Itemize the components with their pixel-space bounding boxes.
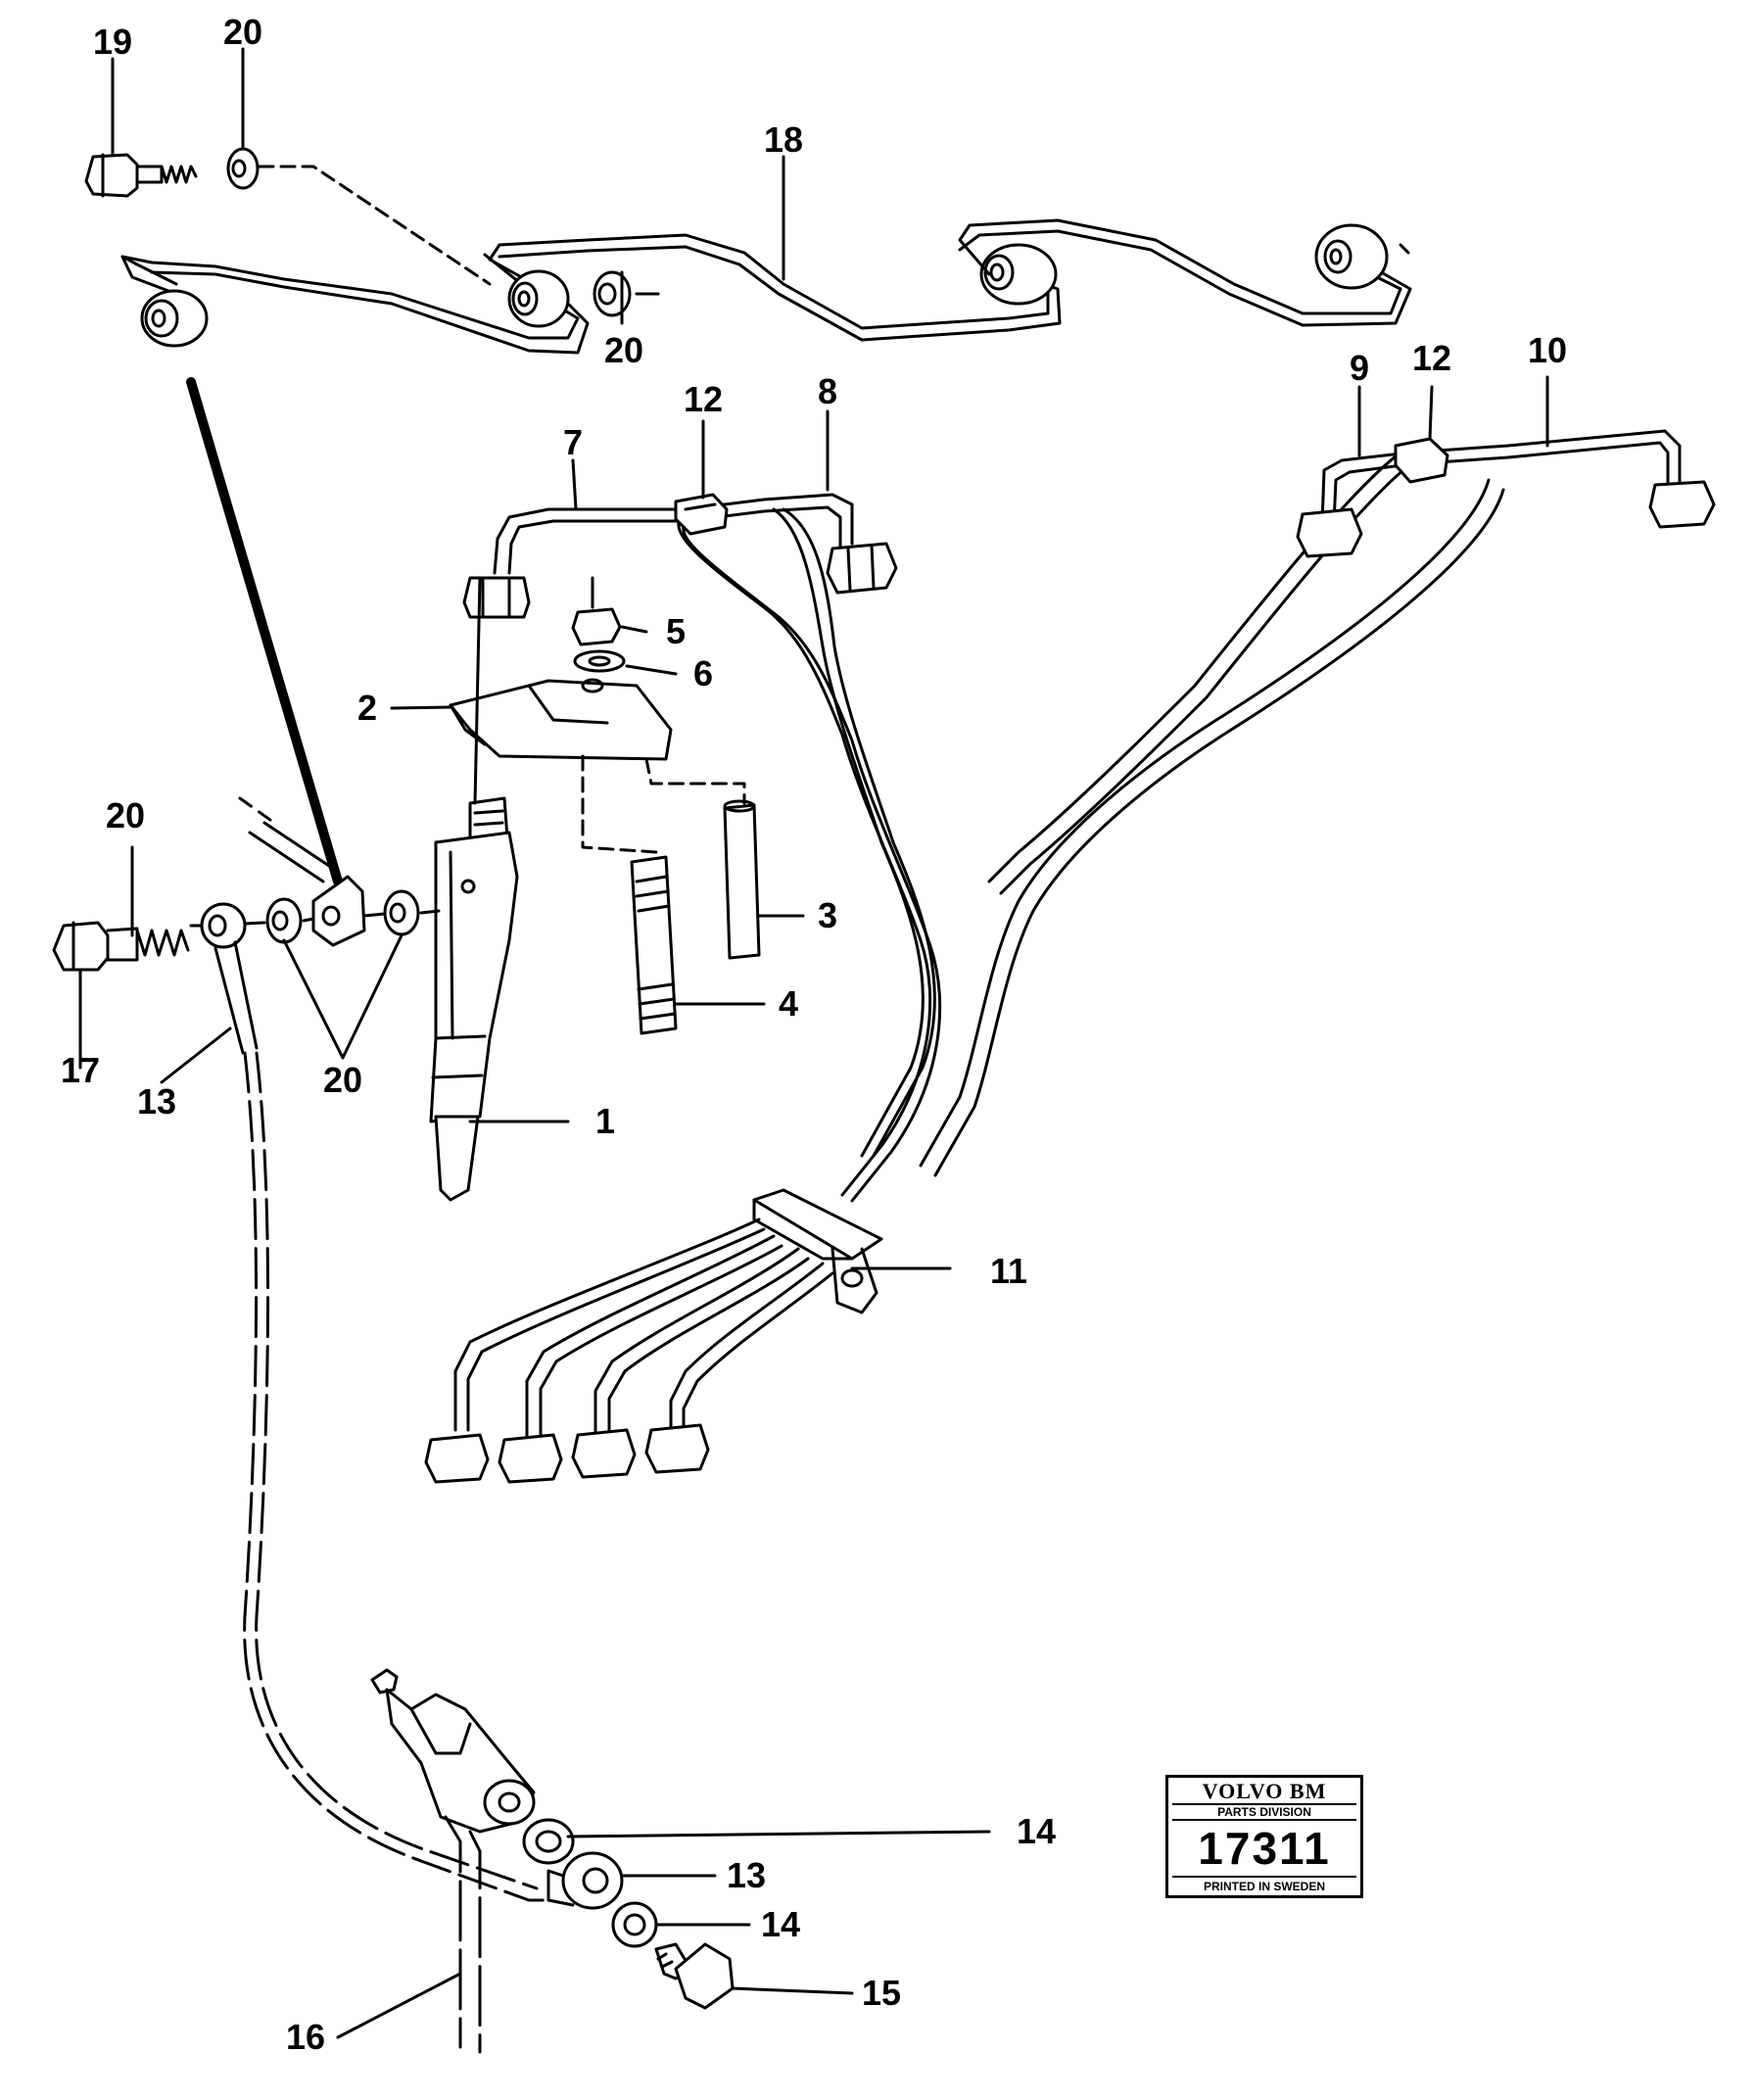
assembly-line-3 (644, 757, 746, 805)
callout-19: 19 (93, 22, 132, 62)
washer-top-left (226, 147, 260, 190)
delivery-pipe-18 (483, 233, 1062, 342)
callout-6: 6 (693, 653, 713, 693)
clamp-12-left (674, 493, 729, 536)
callout-9: 9 (1350, 348, 1369, 388)
assembly-line-4 (581, 754, 658, 854)
delivery-pipe-right-top (958, 218, 1412, 327)
callout-20-left: 20 (106, 795, 145, 835)
nut-5 (571, 576, 622, 646)
injector-pipe-7-8 (493, 493, 942, 1203)
callout-10: 10 (1528, 330, 1567, 370)
clamp-11 (752, 1188, 883, 1314)
bracket-2 (449, 678, 673, 761)
callout-5: 5 (666, 611, 686, 651)
callout-1: 1 (595, 1101, 615, 1141)
overflow-valve (370, 1668, 536, 2054)
stamp-origin: PRINTED IN SWEDEN (1203, 1880, 1325, 1893)
volvo-bm-parts-stamp: VOLVO BM PARTS DIVISION 17311 PRINTED IN… (1165, 1775, 1363, 1898)
lower-nut-3 (571, 1428, 637, 1479)
nut-right-1 (1296, 507, 1363, 558)
stud-4 (630, 855, 678, 1035)
callout-4: 4 (779, 983, 798, 1024)
assembly-line-leakoff (189, 909, 441, 928)
washer-6 (573, 649, 626, 673)
washer-20-right (383, 889, 420, 936)
clamp-12-right (1394, 437, 1449, 484)
callout-20-middle: 20 (604, 330, 643, 370)
callout-20-bottom: 20 (323, 1060, 362, 1100)
callout-12-right: 12 (1412, 338, 1451, 378)
washer-20-left (265, 897, 303, 944)
bolt-15 (654, 1942, 735, 2010)
washer-14-top (522, 1818, 575, 1865)
callout-13-bottom: 13 (727, 1855, 766, 1895)
callout-8: 8 (818, 371, 837, 411)
callout-13-left: 13 (137, 1081, 176, 1122)
lower-nut-2 (498, 1433, 563, 1484)
stamp-division: PARTS DIVISION (1172, 1805, 1356, 1821)
callout-12-left: 12 (684, 379, 723, 419)
callout-7: 7 (563, 422, 583, 462)
washer-14-bottom (611, 1901, 658, 1948)
assembly-line-19 (258, 165, 492, 286)
callout-11: 11 (990, 1251, 1027, 1291)
pin-3 (723, 799, 761, 960)
nut-right-2 (1648, 480, 1716, 529)
callout-18: 18 (764, 119, 803, 160)
delivery-pipe-18-left (120, 255, 590, 355)
injector-pipe-9-10 (919, 429, 1682, 1177)
injector-1 (429, 796, 519, 1202)
nut-cylinder-right (826, 542, 898, 595)
assembly-line-injector (473, 576, 482, 805)
lower-nut-1 (424, 1433, 490, 1484)
callout-16: 16 (286, 2017, 325, 2057)
leader-thick (186, 377, 343, 886)
callout-17: 17 (61, 1050, 100, 1090)
banjo-bolt-top (84, 153, 198, 198)
callout-numbers: 19 20 18 20 12 8 7 9 12 10 5 6 2 3 4 1 1… (61, 12, 1567, 2057)
callout-14-bottom: 14 (761, 1904, 800, 1944)
leader-lines (78, 47, 1549, 2039)
leak-off-hose (243, 1051, 550, 1902)
stamp-brand: VOLVO BM (1172, 1780, 1356, 1805)
stamp-number: 17311 (1172, 1821, 1356, 1878)
nut-cylinder-left (462, 576, 531, 619)
banjo-bolt-17 (52, 921, 190, 972)
callout-2: 2 (357, 688, 377, 728)
lower-pipes (453, 1217, 834, 1442)
lower-nut-4 (644, 1423, 710, 1474)
callout-3: 3 (818, 895, 837, 935)
banjo-13-bottom (546, 1851, 624, 1910)
callout-15: 15 (862, 1973, 901, 2013)
banjo-injector-side (238, 796, 366, 947)
callout-20-top: 20 (223, 12, 262, 52)
callout-14-top: 14 (1017, 1811, 1056, 1851)
